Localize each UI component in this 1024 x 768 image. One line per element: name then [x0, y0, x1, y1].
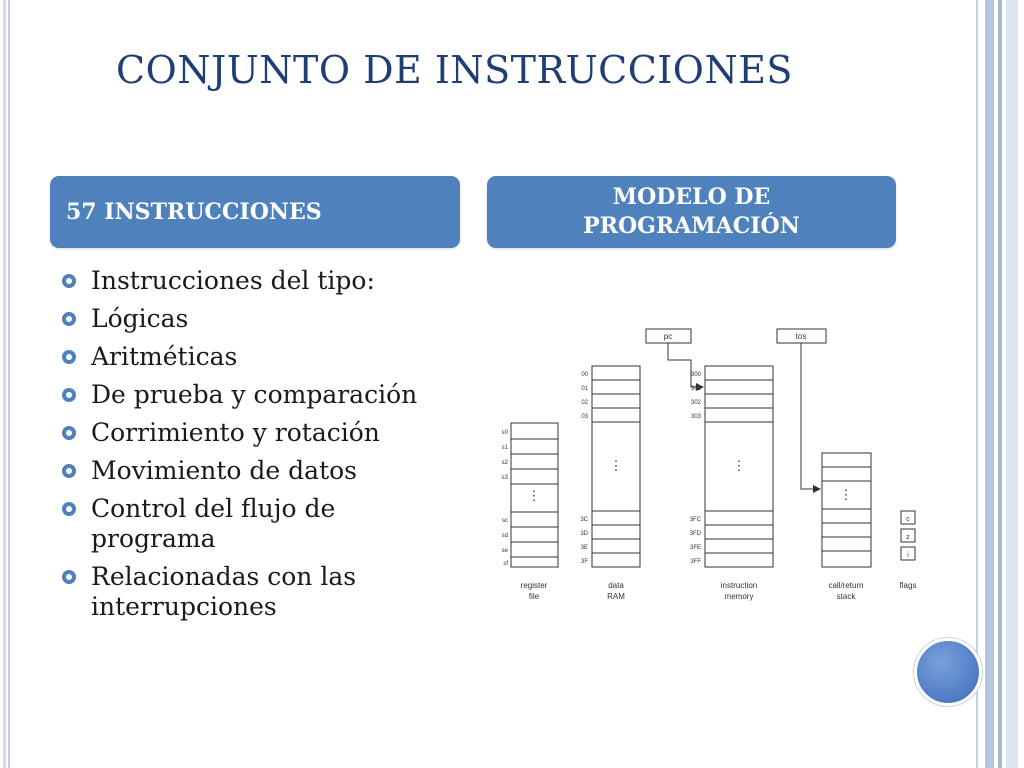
list-item-text: Corrimiento y rotación: [91, 418, 380, 447]
bullet-icon: [62, 388, 76, 402]
list-item: Aritméticas: [62, 342, 462, 372]
list-item-text: Instrucciones del tipo:: [91, 266, 375, 295]
data-ram-label: data: [608, 581, 624, 590]
ellipsis: ⋮: [610, 458, 623, 473]
data-ram-address: 3E: [581, 545, 588, 551]
bullet-icon: [62, 502, 76, 516]
bullet-icon: [62, 570, 76, 584]
instruction-address: 3FE: [690, 545, 701, 551]
bullet-icon: [62, 464, 76, 478]
bullet-icon: [62, 350, 76, 364]
register-cell-label: sd: [502, 533, 508, 539]
data-ram-address: 00: [581, 372, 588, 378]
instruction-memory-label: instruction: [721, 581, 757, 590]
instruction-memory-label: memory: [725, 592, 754, 601]
instruction-address: 3FD: [690, 531, 702, 537]
data-ram-address: 3F: [581, 559, 588, 565]
tos-label: tos: [796, 332, 807, 341]
list-item: Corrimiento y rotación: [62, 418, 462, 448]
instruction-address: 303: [691, 414, 702, 420]
list-item: De prueba y comparación: [62, 380, 462, 410]
stack-label: stack: [837, 592, 857, 601]
ellipsis: ⋮: [733, 458, 746, 473]
header-line-2: PROGRAMACIÓN: [583, 213, 800, 239]
flags-label: flags: [900, 581, 917, 590]
decorative-circle: [914, 638, 982, 706]
flag-cell: c: [906, 516, 910, 523]
register-file-label: file: [529, 592, 540, 601]
frame-stripe: [985, 0, 994, 768]
ellipsis: ⋮: [528, 488, 541, 503]
data-ram-address: 01: [581, 386, 588, 392]
frame-stripe: [998, 0, 1002, 768]
frame-line: [8, 0, 10, 768]
header-line-1: MODELO DE: [612, 184, 771, 211]
instruction-type-list: Instrucciones del tipo: Lógicas Aritméti…: [62, 266, 462, 630]
instruction-address: 301: [691, 386, 702, 392]
header-label: 57 INSTRUCCIONES: [66, 199, 322, 225]
list-item-text: Movimiento de datos: [91, 456, 357, 485]
slide-title: CONJUNTO DE INSTRUCCIONES: [116, 48, 793, 92]
right-frame-decoration: [976, 0, 1024, 768]
instruction-address: 302: [691, 400, 702, 406]
bullet-icon: [62, 426, 76, 440]
list-item: Relacionadas con las interrupciones: [62, 562, 462, 622]
left-frame-decoration: [0, 0, 14, 768]
stack-label: call/return: [828, 581, 863, 590]
list-item-text: Relacionadas con las interrupciones: [91, 562, 357, 621]
data-ram-address: 02: [581, 400, 588, 406]
list-item: Instrucciones del tipo:: [62, 266, 462, 296]
data-ram-address: 3D: [580, 531, 588, 537]
programming-model-diagram: pc tos s0 s1 s2 s3 sc sd se sf 00 01 02 …: [502, 328, 917, 601]
instruction-address: 3FC: [690, 517, 702, 523]
instruction-address: 3FF: [690, 559, 701, 565]
bullet-icon: [62, 274, 76, 288]
data-ram-address: 3C: [580, 517, 588, 523]
list-item: Movimiento de datos: [62, 456, 462, 486]
register-cell-label: s3: [502, 475, 509, 481]
bullet-icon: [62, 312, 76, 326]
pc-label: pc: [664, 332, 672, 341]
list-item-text: Aritméticas: [91, 342, 238, 371]
flag-cell: i: [907, 552, 909, 559]
register-cell-label: s1: [502, 445, 509, 451]
data-ram-address: 03: [581, 414, 588, 420]
list-item-text: Control del flujo de programa: [91, 494, 336, 553]
register-cell-label: se: [502, 548, 509, 554]
register-cell-label: s0: [502, 430, 509, 436]
register-cell-label: sc: [502, 518, 508, 524]
list-item: Lógicas: [62, 304, 462, 334]
list-item-text: De prueba y comparación: [91, 380, 418, 409]
data-ram-label: RAM: [607, 592, 625, 601]
ellipsis: ⋮: [840, 487, 853, 502]
register-file-label: register: [521, 581, 548, 590]
list-item-text: Lógicas: [91, 304, 189, 333]
register-cell-label: sf: [503, 561, 508, 567]
header-57-instrucciones: 57 INSTRUCCIONES: [50, 176, 460, 248]
register-cell-label: s2: [502, 460, 509, 466]
frame-stripe: [976, 0, 978, 768]
frame-line: [3, 0, 6, 768]
frame-stripe: [1006, 0, 1018, 768]
instruction-address: 300: [691, 372, 702, 378]
list-item: Control del flujo de programa: [62, 494, 462, 554]
flag-cell: z: [906, 534, 910, 541]
